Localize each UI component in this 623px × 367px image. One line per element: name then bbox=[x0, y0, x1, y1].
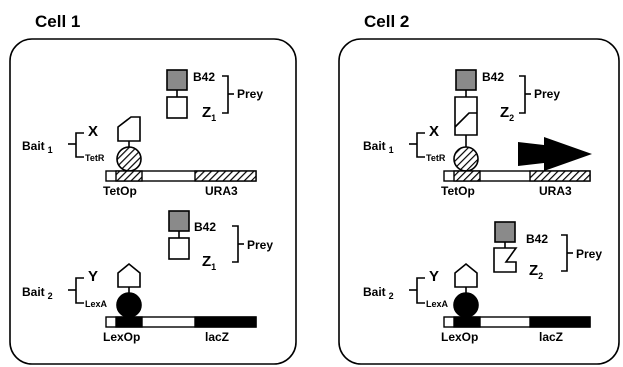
bait-bracket bbox=[416, 277, 425, 304]
cell1-frame bbox=[9, 38, 297, 365]
bait-lexa-label: LexA bbox=[426, 299, 449, 309]
tetop-operator bbox=[453, 170, 481, 182]
operator-label: TetOp bbox=[103, 184, 137, 198]
bait-x-label: X bbox=[88, 123, 98, 140]
z1-prey-domain-icon bbox=[168, 237, 190, 260]
bait-tetr-label: TetR bbox=[426, 153, 446, 163]
cell2-lower-prey: B42 Z2 Prey bbox=[493, 221, 602, 281]
prey-label: Prey bbox=[237, 87, 263, 101]
cell2-upper-dna: TetOp URA3 bbox=[441, 170, 591, 198]
cell2-frame bbox=[338, 38, 620, 365]
tetop-operator bbox=[115, 170, 143, 182]
prey-z-label: Z2 bbox=[500, 104, 514, 123]
b42-domain-icon bbox=[455, 69, 477, 91]
transcription-arrow-icon bbox=[518, 137, 592, 171]
reporter-label: lacZ bbox=[205, 330, 229, 344]
b42-domain-icon bbox=[168, 210, 190, 232]
filled-circle-icon bbox=[116, 292, 142, 318]
z1-prey-domain-icon bbox=[166, 96, 188, 119]
b42-domain-icon bbox=[166, 69, 188, 91]
bait-y-label: Y bbox=[429, 268, 439, 285]
bait-tetr-label: TetR bbox=[85, 153, 105, 163]
bait-y-label: Y bbox=[88, 268, 98, 285]
cell2-title: Cell 2 bbox=[364, 12, 409, 31]
lexop-operator bbox=[453, 316, 481, 328]
prey-bracket bbox=[222, 75, 229, 114]
lexop-operator bbox=[115, 316, 143, 328]
cell1-title: Cell 1 bbox=[35, 12, 80, 31]
prey-label: Prey bbox=[576, 247, 602, 261]
ura3-reporter bbox=[529, 170, 591, 182]
prey-b42-label: B42 bbox=[193, 70, 215, 84]
prey-z-label: Z1 bbox=[202, 253, 216, 272]
cell1-upper-dna: TetOp URA3 bbox=[103, 170, 257, 198]
bait-bracket bbox=[416, 132, 425, 158]
cell1-lower-prey: B42 Z1 Prey bbox=[168, 210, 273, 272]
operator-label: TetOp bbox=[441, 184, 475, 198]
cell2-lower-dna: LexOp lacZ bbox=[441, 316, 591, 344]
prey-bracket bbox=[561, 234, 568, 272]
bait-bracket bbox=[75, 132, 84, 158]
lacz-reporter bbox=[194, 316, 257, 328]
prey-bracket bbox=[232, 225, 239, 263]
operator-label: LexOp bbox=[103, 330, 140, 344]
bait-lexa-label: LexA bbox=[85, 299, 108, 309]
prey-label: Prey bbox=[534, 87, 560, 101]
prey-z-label: Z2 bbox=[529, 262, 543, 281]
y-bait-domain-icon bbox=[117, 262, 141, 288]
hatched-circle-icon bbox=[116, 146, 142, 172]
prey-label: Prey bbox=[247, 238, 273, 252]
ura3-reporter bbox=[194, 170, 257, 182]
lacz-reporter bbox=[529, 316, 591, 328]
y-bait-domain-icon bbox=[454, 262, 478, 288]
bait-x-label: X bbox=[429, 123, 439, 140]
bait-bracket bbox=[75, 277, 84, 304]
x-bait-domain-icon bbox=[117, 116, 141, 142]
cell1-upper-prey: B42 Z1 Prey bbox=[166, 69, 263, 123]
cell2-upper-prey: B42 Z2 Prey bbox=[454, 69, 560, 136]
cell1-lower-dna: LexOp lacZ bbox=[103, 316, 257, 344]
z2-prey-domain-icon bbox=[493, 247, 518, 273]
operator-label: LexOp bbox=[441, 330, 478, 344]
reporter-label: URA3 bbox=[205, 184, 238, 198]
prey-z-label: Z1 bbox=[202, 104, 216, 123]
hatched-circle-icon bbox=[453, 146, 479, 172]
reporter-label: lacZ bbox=[539, 330, 563, 344]
prey-b42-label: B42 bbox=[194, 220, 216, 234]
prey-b42-label: B42 bbox=[526, 232, 548, 246]
reporter-label: URA3 bbox=[539, 184, 572, 198]
b42-domain-icon bbox=[494, 221, 516, 243]
filled-circle-icon bbox=[453, 292, 479, 318]
prey-bracket bbox=[519, 75, 526, 114]
prey-b42-label: B42 bbox=[482, 70, 504, 84]
